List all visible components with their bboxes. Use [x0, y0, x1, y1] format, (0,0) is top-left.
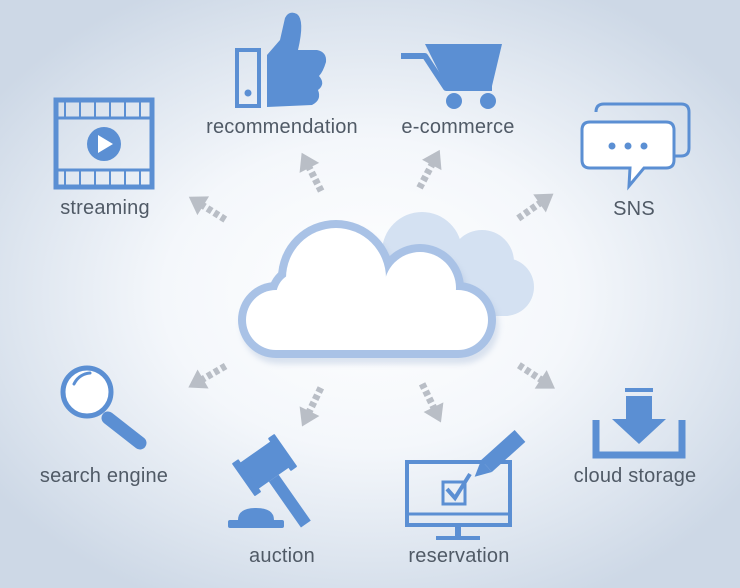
- main-cloud: [238, 220, 499, 364]
- video-player-icon: [53, 97, 155, 190]
- shopping-cart-icon: [401, 44, 502, 109]
- label-search-engine: search engine: [39, 465, 169, 487]
- magnifier-icon: [60, 365, 147, 450]
- arrow-sns: [512, 185, 560, 228]
- gavel-icon: [228, 434, 311, 528]
- arrow-search-engine: [183, 356, 231, 397]
- chat-bubbles-icon: [580, 102, 691, 191]
- download-tray-icon: [592, 388, 686, 459]
- arrow-streaming: [183, 187, 231, 228]
- arrow-auction: [292, 383, 331, 431]
- arrow-reservation: [412, 379, 451, 427]
- label-auction: auction: [249, 545, 315, 567]
- arrow-cloud-storage: [513, 356, 561, 398]
- label-recommendation: recommendation: [206, 116, 358, 138]
- label-streaming: streaming: [60, 197, 150, 219]
- label-reservation: reservation: [408, 545, 510, 567]
- monitor-checkbox-pen-icon: [405, 429, 526, 540]
- thumbs-up-icon: [235, 12, 327, 108]
- label-ecommerce: e-commerce: [401, 116, 515, 138]
- label-cloud-storage: cloud storage: [573, 465, 697, 487]
- label-sns: SNS: [613, 198, 655, 220]
- arrow-recommendation: [292, 148, 331, 196]
- arrow-ecommerce: [410, 145, 450, 193]
